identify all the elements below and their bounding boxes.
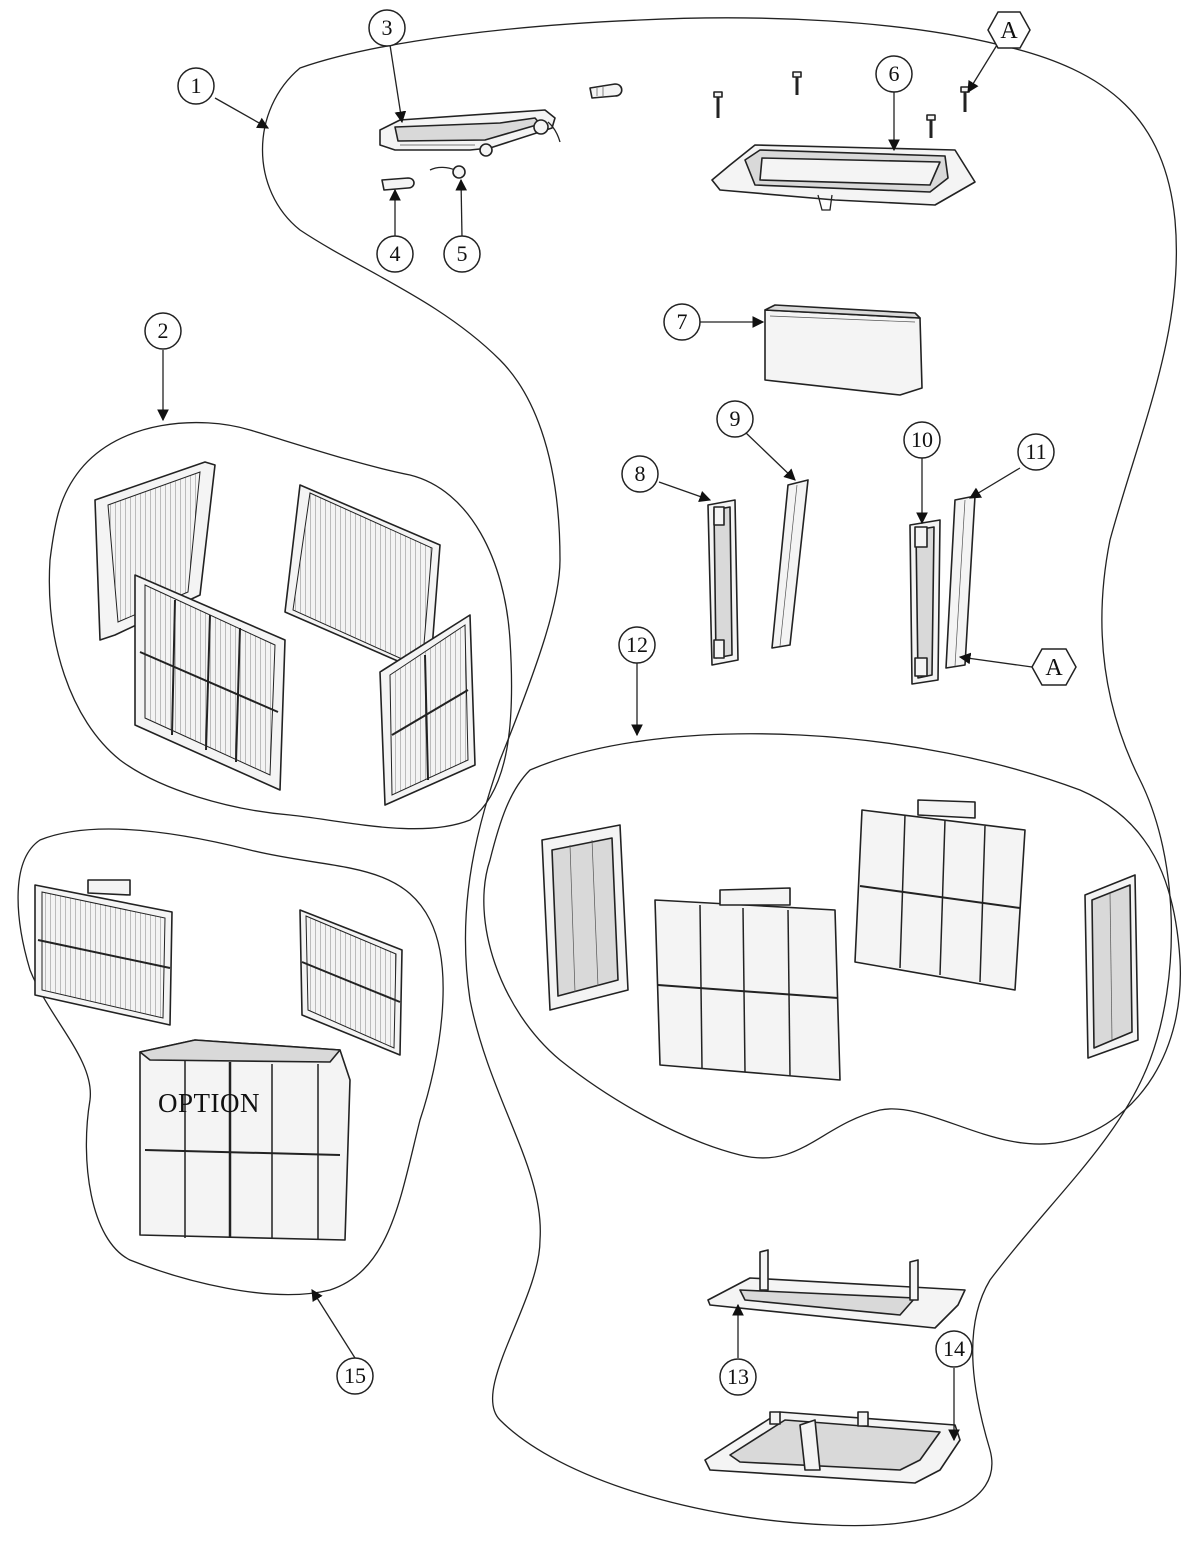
group-boundary-main [262,17,1178,1527]
svg-text:9: 9 [730,406,741,431]
option-caption: OPTION [158,1088,260,1118]
part-6-lid-frame [711,144,976,211]
callout-3: 3 [368,9,406,47]
svg-text:12: 12 [626,632,648,657]
svg-text:2: 2 [158,318,169,343]
part-10-side-panel [909,519,941,685]
group-15-option-basket [34,879,403,1241]
svg-text:13: 13 [727,1364,749,1389]
part-13-base-plate [707,1249,966,1329]
svg-text:6: 6 [889,61,900,86]
callout-5: 5 [443,235,481,273]
part-8-side-panel [707,499,739,666]
svg-text:A: A [1000,18,1018,44]
callout-13: 13 [719,1358,757,1396]
svg-text:4: 4 [390,241,401,266]
group-12-filter-frames [541,799,1139,1081]
leader-lines [157,44,1033,1442]
part-3-handle [379,109,561,157]
callout-11: 11 [1017,433,1055,471]
part-5-pin [429,165,466,179]
callout-8: 8 [621,455,659,493]
callout-7: 7 [663,303,701,341]
callout-1: 1 [177,67,215,105]
svg-text:5: 5 [457,241,468,266]
callout-6: 6 [875,55,913,93]
callout-9: 9 [716,400,754,438]
group-boundary-12 [483,733,1182,1159]
screws [713,71,970,138]
svg-text:10: 10 [911,427,933,452]
callout-2: 2 [144,312,182,350]
hex-label-a-top: A [987,11,1031,49]
hex-label-a-right: A [1031,648,1077,686]
callout-4: 4 [376,235,414,273]
group-boundary-2 [48,421,513,830]
part-11-rail [945,495,976,669]
callout-14: 14 [935,1330,973,1368]
group-boundary-15 [17,828,444,1296]
svg-text:1: 1 [191,73,202,98]
latch-part [589,83,623,99]
svg-text:A: A [1045,655,1063,681]
svg-text:11: 11 [1025,439,1046,464]
part-4-clip [381,177,415,191]
part-14-base [704,1411,961,1484]
svg-text:14: 14 [943,1336,965,1361]
svg-text:7: 7 [677,309,688,334]
callout-10: 10 [903,421,941,459]
svg-text:3: 3 [382,15,393,40]
callout-12: 12 [618,626,656,664]
part-7-box [764,304,923,396]
svg-text:8: 8 [635,461,646,486]
callout-15: 15 [336,1357,374,1395]
part-9-rail [771,479,809,649]
svg-text:15: 15 [344,1363,366,1388]
group-2-filter-panels [94,461,476,806]
